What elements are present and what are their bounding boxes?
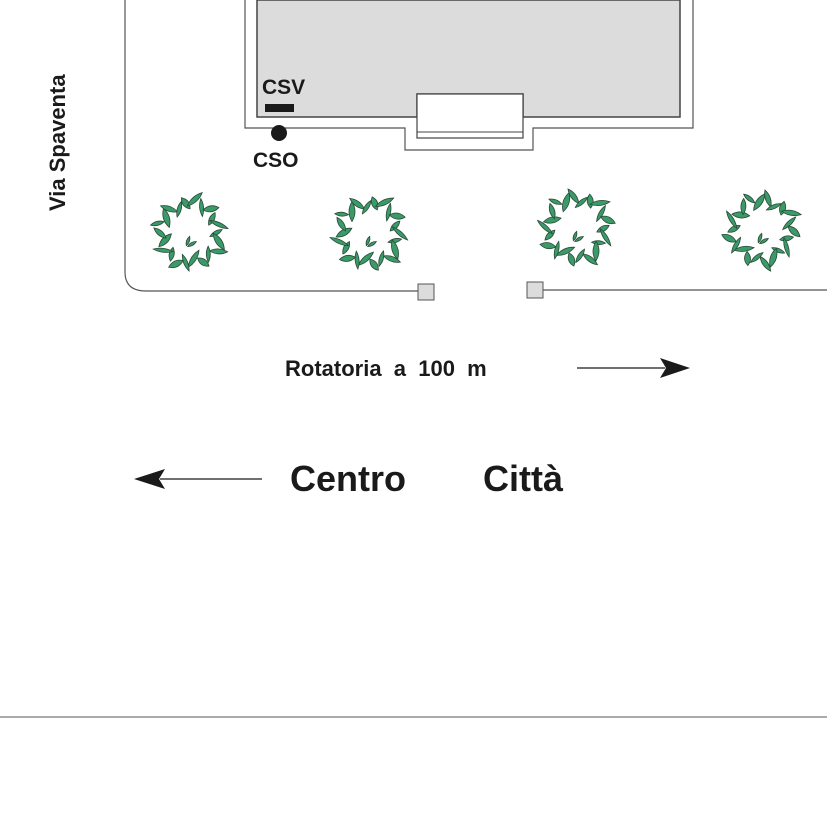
- gate-post-left: [417, 283, 435, 301]
- cso-marker: [271, 125, 287, 141]
- tree-icon: [721, 189, 803, 272]
- csv-marker: [265, 104, 294, 112]
- city-center-label-1: Centro: [290, 458, 406, 499]
- tree-icon: [536, 188, 616, 267]
- building-outline: [244, 0, 694, 151]
- arrow-right-icon: [577, 358, 690, 378]
- city-center-label-2: Città: [483, 458, 564, 499]
- entrance: [416, 93, 524, 139]
- tree-icon: [149, 192, 229, 272]
- tree-icon: [329, 196, 409, 271]
- street-name-label: Via Spaventa: [45, 74, 70, 211]
- cso-label: CSO: [253, 149, 299, 172]
- street-curb-left: [124, 0, 418, 292]
- trees: [149, 188, 803, 272]
- arrow-left-icon: [134, 469, 262, 489]
- roundabout-label: Rotatoria a 100 m: [285, 356, 487, 381]
- gate-post-right: [526, 281, 544, 299]
- csv-label: CSV: [262, 76, 305, 99]
